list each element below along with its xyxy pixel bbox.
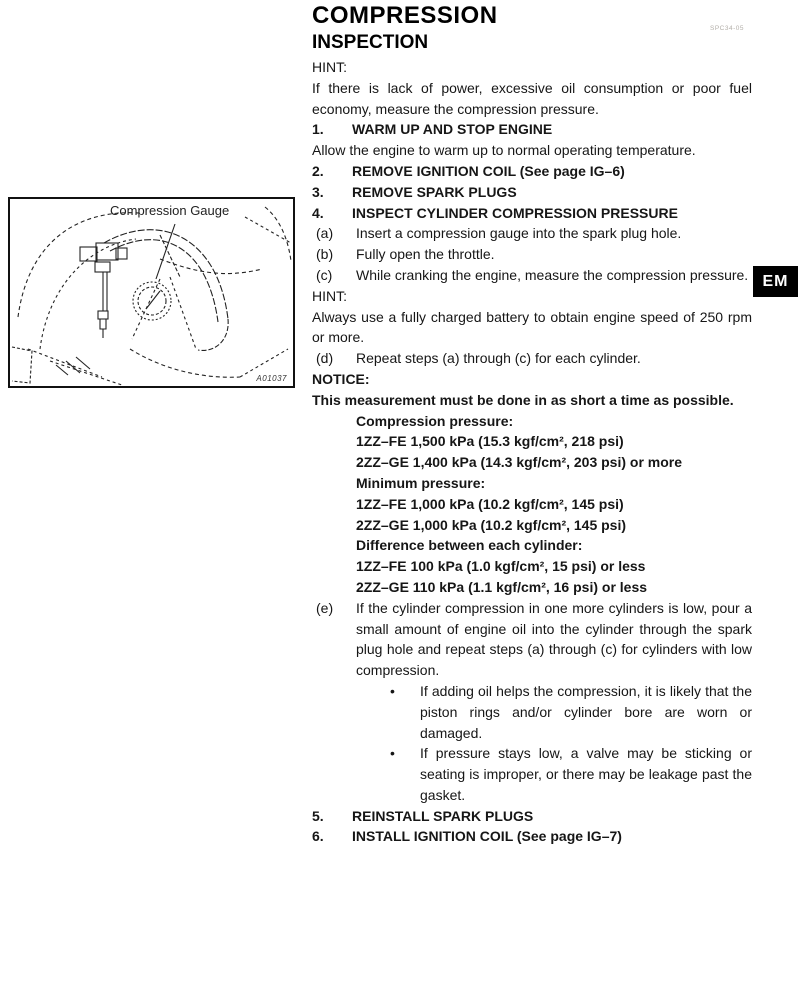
spec-line: 1ZZ–FE 1,000 kPa (10.2 kgf/cm², 145 psi) bbox=[356, 495, 624, 512]
em-section-tab: EM bbox=[753, 266, 798, 297]
step-1-body: Allow the engine to warm up to normal op… bbox=[312, 142, 696, 159]
hint-2-text: Always use a fully charged battery to ob… bbox=[312, 308, 752, 346]
spec-line: Minimum pressure: bbox=[356, 474, 486, 491]
step-4-number: 4. bbox=[312, 204, 324, 221]
page-title: COMPRESSION bbox=[312, 2, 498, 29]
spec-line: 1ZZ–FE 100 kPa (1.0 kgf/cm², 15 psi) or … bbox=[356, 558, 646, 575]
hint-2-label: HINT: bbox=[312, 287, 347, 304]
step-3: 3. REMOVE SPARK PLUGS bbox=[312, 182, 752, 203]
spec-line: 2ZZ–GE 1,400 kPa (14.3 kgf/cm², 203 psi)… bbox=[356, 454, 683, 471]
substep-a-text: Insert a compression gauge into the spar… bbox=[356, 225, 682, 242]
bullet-text: If pressure stays low, a valve may be st… bbox=[420, 745, 752, 803]
step-2-title: REMOVE IGNITION COIL (See page IG–6) bbox=[352, 162, 625, 179]
step-5: 5. REINSTALL SPARK PLUGS bbox=[312, 806, 752, 827]
substep-e-text: If the cylinder compression in one more … bbox=[356, 599, 752, 679]
page-subtitle: INSPECTION bbox=[312, 32, 429, 53]
step-1: 1. WARM UP AND STOP ENGINE bbox=[312, 119, 752, 140]
notice-label: NOTICE: bbox=[312, 370, 370, 387]
spec-line: Compression pressure: bbox=[356, 412, 514, 429]
step-1-number: 1. bbox=[312, 121, 324, 138]
bullet-icon: • bbox=[390, 745, 395, 762]
spec-line: 2ZZ–GE 1,000 kPa (10.2 kgf/cm², 145 psi) bbox=[356, 516, 627, 533]
spec-line: 1ZZ–FE 1,500 kPa (15.3 kgf/cm², 218 psi) bbox=[356, 433, 624, 450]
spec-line: 2ZZ–GE 110 kPa (1.1 kgf/cm², 16 psi) or … bbox=[356, 578, 648, 595]
step-4: 4. INSPECT CYLINDER COMPRESSION PRESSURE bbox=[312, 203, 752, 224]
notice-text: This measurement must be done in as shor… bbox=[312, 391, 734, 408]
hint-1-label: HINT: bbox=[312, 59, 347, 75]
substep-c-label: (c) bbox=[316, 266, 333, 283]
bullet-text: If adding oil helps the compression, it … bbox=[420, 682, 752, 741]
substep-d-text: Repeat steps (a) through (c) for each cy… bbox=[356, 350, 641, 367]
step-3-number: 3. bbox=[312, 183, 324, 200]
substep-a-label: (a) bbox=[316, 225, 334, 242]
substep-a: (a) Insert a compression gauge into the … bbox=[312, 223, 752, 244]
spec-line: Difference between each cylinder: bbox=[356, 537, 583, 554]
substep-d: (d) Repeat steps (a) through (c) for eac… bbox=[312, 348, 752, 369]
substep-d-label: (d) bbox=[316, 350, 334, 367]
substep-c: (c) While cranking the engine, measure t… bbox=[312, 265, 752, 286]
substep-e: (e) If the cylinder compression in one m… bbox=[312, 598, 752, 681]
content-column: COMPRESSION INSPECTION HINT: If there is… bbox=[312, 2, 752, 847]
hint-1-text: If there is lack of power, excessive oil… bbox=[312, 79, 752, 117]
bullet-item: • If pressure stays low, a valve may be … bbox=[390, 743, 752, 805]
bullet-item: • If adding oil helps the compression, i… bbox=[390, 681, 752, 743]
step-2-number: 2. bbox=[312, 162, 324, 179]
step-1-title: WARM UP AND STOP ENGINE bbox=[352, 121, 553, 138]
figure-code: A01037 bbox=[256, 374, 287, 383]
step-4-title: INSPECT CYLINDER COMPRESSION PRESSURE bbox=[352, 204, 678, 221]
page-header-code: SPC34-05 bbox=[710, 25, 744, 32]
substep-e-label: (e) bbox=[316, 599, 334, 616]
step-5-number: 5. bbox=[312, 807, 324, 824]
engine-figure: Compression Gauge A01037 bbox=[8, 197, 295, 388]
bullet-icon: • bbox=[390, 682, 395, 699]
substep-b: (b) Fully open the throttle. bbox=[312, 244, 752, 265]
substep-b-text: Fully open the throttle. bbox=[356, 246, 495, 263]
step-3-title: REMOVE SPARK PLUGS bbox=[352, 183, 517, 200]
step-5-title: REINSTALL SPARK PLUGS bbox=[352, 807, 534, 824]
engine-bay-sketch bbox=[11, 206, 292, 386]
substep-b-label: (b) bbox=[316, 246, 334, 263]
step-6: 6. INSTALL IGNITION COIL (See page IG–7) bbox=[312, 826, 752, 847]
figure-caption: Compression Gauge bbox=[110, 203, 230, 218]
substep-c-text: While cranking the engine, measure the c… bbox=[356, 266, 749, 283]
step-2: 2. REMOVE IGNITION COIL (See page IG–6) bbox=[312, 161, 752, 182]
step-6-number: 6. bbox=[312, 828, 324, 845]
step-6-title: INSTALL IGNITION COIL (See page IG–7) bbox=[352, 828, 622, 845]
